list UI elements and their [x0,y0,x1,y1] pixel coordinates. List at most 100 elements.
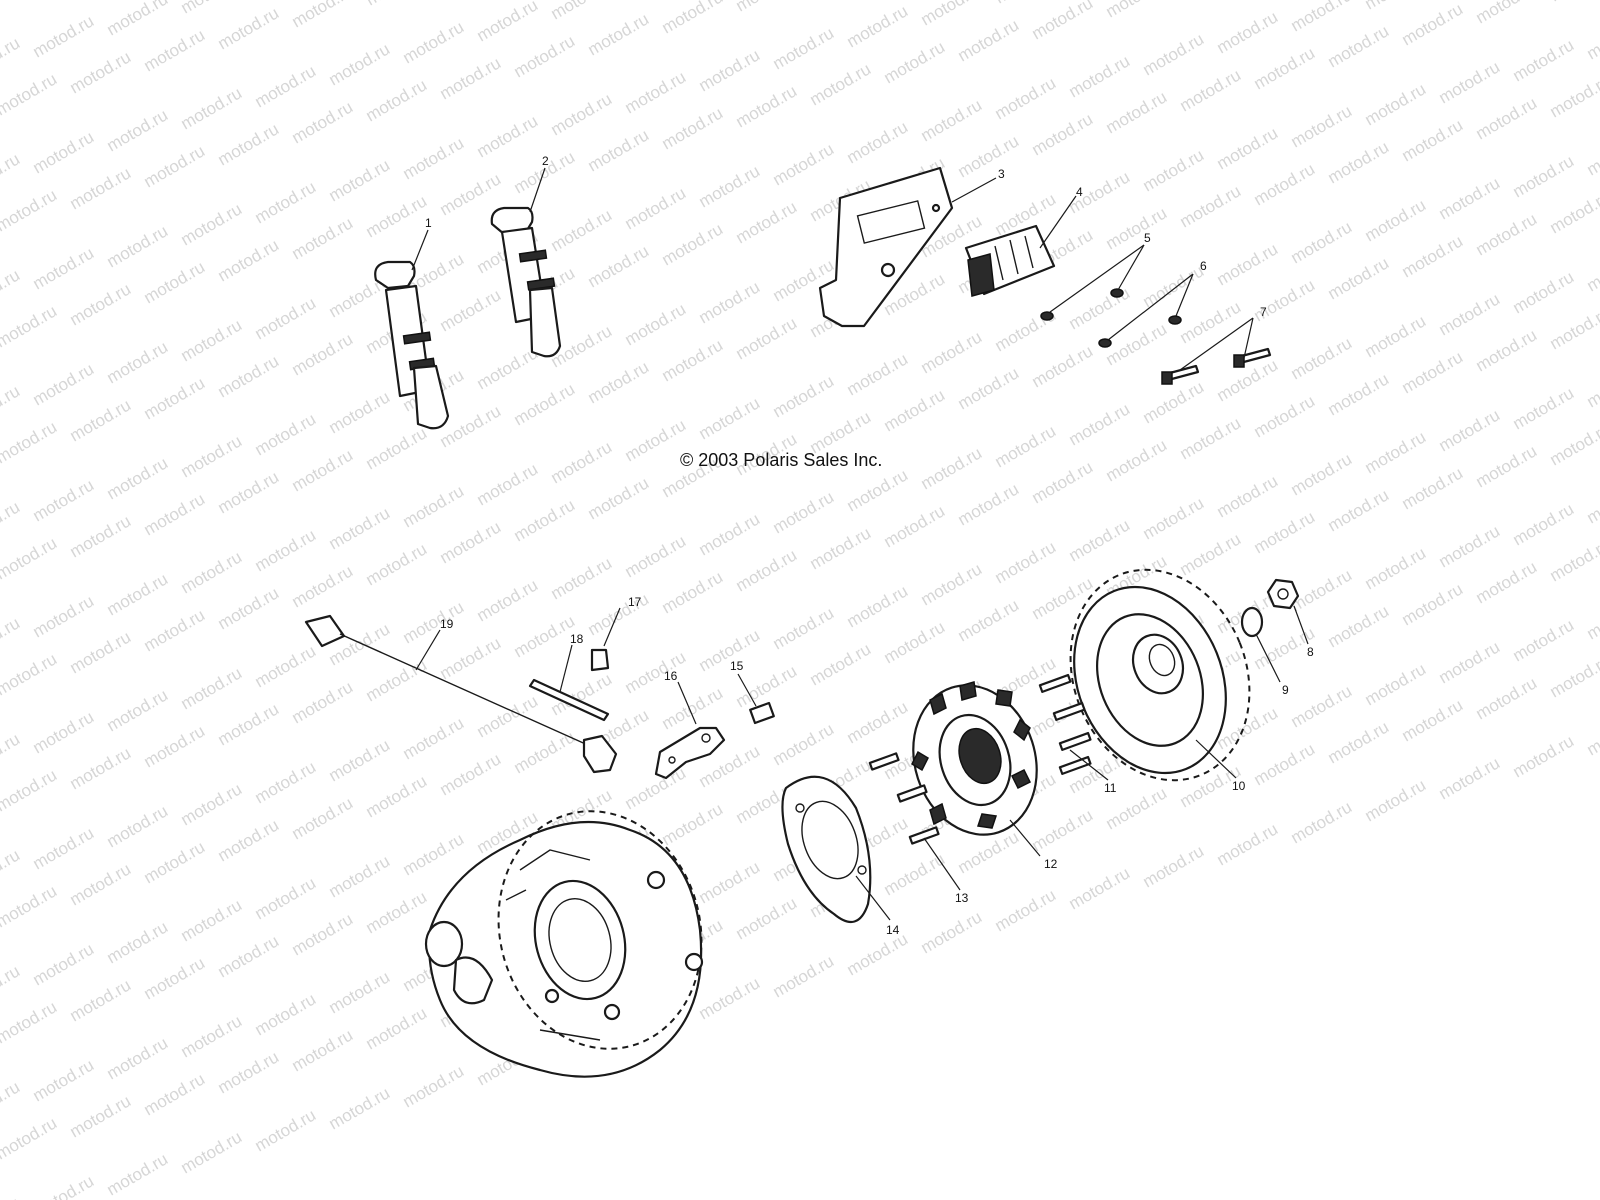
watermark-text: motod.ru [0,149,23,199]
watermark-text: motod.ru [0,1193,23,1200]
watermark-text: motod.ru [474,575,542,625]
watermark-text: motod.ru [326,155,394,205]
watermark-text: motod.ru [1473,209,1541,259]
watermark-text: motod.ru [252,525,320,575]
watermark-text: motod.ru [1066,863,1134,913]
watermark-text: motod.ru [104,453,172,503]
watermark-text: motod.ru [1251,43,1319,93]
watermark-text: motod.ru [1399,231,1467,281]
watermark-text: motod.ru [733,545,801,595]
watermark-text: motod.ru [1140,377,1208,427]
watermark-text: motod.ru [733,893,801,943]
watermark-text: motod.ru [1029,0,1097,43]
watermark-text: motod.ru [104,569,172,619]
watermark-text: motod.ru [0,961,23,1011]
watermark-text: motod.ru [992,73,1060,123]
watermark-text: motod.ru [1547,419,1600,469]
watermark-text: motod.ru [1103,319,1171,369]
watermark-text: motod.ru [1362,79,1430,129]
watermark-text: motod.ru [0,417,60,467]
watermark-text: motod.ru [0,845,23,895]
watermark-text: motod.ru [659,103,727,153]
flywheel-washer [1240,606,1264,638]
watermark-text: motod.ru [289,0,357,31]
watermark-text: motod.ru [1436,521,1504,571]
watermark-text: motod.ru [0,497,23,547]
watermark-text: motod.ru [1140,261,1208,311]
watermark-text: motod.ru [1177,413,1245,463]
callout-17: 17 [628,595,642,609]
watermark-text: motod.ru [437,749,505,799]
watermark-text: motod.ru [1029,341,1097,391]
watermark-text: motod.ru [1029,805,1097,855]
watermark-text: motod.ru [178,83,246,133]
watermark-text: motod.ru [178,199,246,249]
watermark-text: motod.ru [1251,507,1319,557]
watermark-text: motod.ru [363,191,431,241]
watermark-text: motod.ru [955,363,1023,413]
watermark-text: motod.ru [696,277,764,327]
watermark-text: motod.ru [1399,115,1467,165]
watermark-text: motod.ru [104,917,172,967]
watermark-text: motod.ru [1510,35,1578,85]
watermark-text: motod.ru [1436,57,1504,107]
watermark-text: motod.ru [659,799,727,849]
watermark-text: motod.ru [622,415,690,465]
callout-2: 2 [542,154,549,168]
watermark-text: motod.ru [1547,535,1600,585]
watermark-text: motod.ru [289,793,357,843]
watermark-text: motod.ru [104,0,172,39]
watermark-text: motod.ru [1325,717,1393,767]
watermark-text: motod.ru [1029,457,1097,507]
watermark-text: motod.ru [0,765,60,815]
watermark-text: motod.ru [104,105,172,155]
watermark-text: motod.ru [67,163,135,213]
watermark-text: motod.ru [1288,101,1356,151]
watermark-text: motod.ru [918,327,986,377]
watermark-text: motod.ru [733,313,801,363]
watermark-text: motod.ru [696,509,764,559]
watermark-text: motod.ru [400,829,468,879]
watermark-text: motod.ru [141,837,209,887]
watermark-text: motod.ru [1547,187,1600,237]
watermark-text: motod.ru [141,953,209,1003]
watermark-text: motod.ru [289,1025,357,1075]
watermark-text: motod.ru [1214,123,1282,173]
watermark-text: motod.ru [622,763,690,813]
watermark-text: motod.ru [104,1033,172,1083]
watermark-text: motod.ru [1177,181,1245,231]
watermark-text: motod.ru [659,683,727,733]
watermark-text: motod.ru [1140,29,1208,79]
sensor-bracket [654,726,726,780]
stator [911,681,1038,836]
watermark-text: motod.ru [178,779,246,829]
watermark-text: motod.ru [659,335,727,385]
watermark-text: motod.ru [400,713,468,763]
watermark-text: motod.ru [437,285,505,335]
watermark-text: motod.ru [955,479,1023,529]
watermark-text: motod.ru [1510,499,1578,549]
watermark-text: motod.ru [326,387,394,437]
watermark-text: motod.ru [1066,399,1134,449]
watermark-text: motod.ru [252,1105,320,1155]
watermark-text: motod.ru [252,641,320,691]
watermark-text: motod.ru [659,567,727,617]
watermark-text: motod.ru [807,639,875,689]
watermark-text: motod.ru [1288,681,1356,731]
watermark-text: motod.ru [326,1083,394,1133]
watermark-text: motod.ru [585,473,653,523]
watermark-text: motod.ru [733,81,801,131]
watermark-text: motod.ru [0,997,60,1047]
watermark-text: motod.ru [585,589,653,639]
watermark-text: motod.ru [1584,593,1600,643]
watermark-text: motod.ru [955,595,1023,645]
watermark-text: motod.ru [0,185,60,235]
watermark-text: motod.ru [770,371,838,421]
watermark-text: motod.ru [548,437,616,487]
watermark-text: motod.ru [67,743,135,793]
watermark-text: motod.ru [30,11,98,61]
watermark-text: motod.ru [1510,731,1578,781]
watermark-text: motod.ru [1066,515,1134,565]
